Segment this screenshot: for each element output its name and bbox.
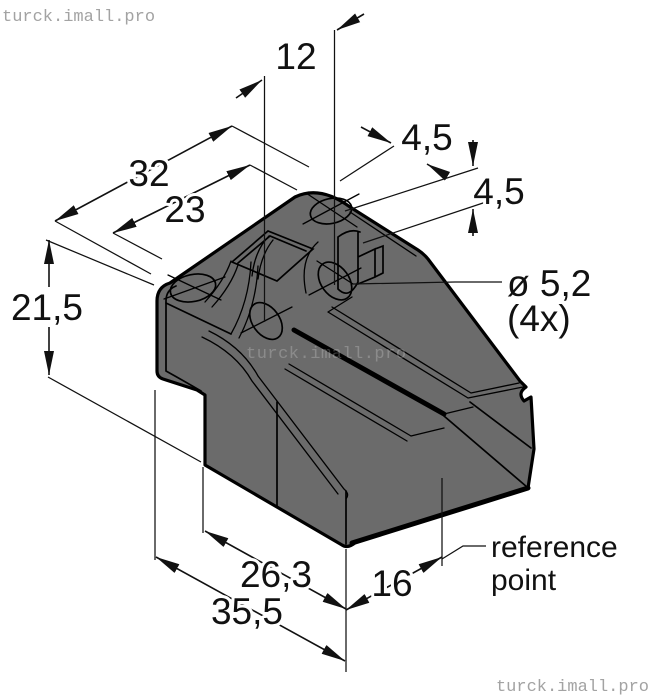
dim-label-4-5-a: 4,5 (401, 117, 452, 158)
reference-point-callout: reference point (441, 529, 620, 600)
hole-b (302, 192, 360, 228)
dimension-16: 16 (345, 478, 443, 611)
dimension-12: 12 (235, 13, 365, 322)
corner-fillet-edges (165, 285, 202, 392)
saddle-arc-inner (204, 260, 239, 308)
reference-point-label-line1: reference (491, 531, 618, 564)
pocket-rib-arc (251, 235, 274, 280)
bracket-silhouette (155, 191, 536, 549)
dimension-21-5: 21,5 (8, 239, 202, 463)
dim-label-26-3: 26,3 (240, 554, 312, 595)
dimension-5-2: ø 5,2 (4x) (352, 260, 594, 342)
dimensions: 21,5 32 23 12 4,5 (8, 13, 620, 672)
dim-label-4-5-b: 4,5 (473, 171, 524, 212)
top-right-chamfer (349, 211, 417, 257)
watermark-bottom-right: turck.imall.pro (496, 678, 649, 697)
hole-c (240, 301, 293, 341)
watermark-top-left: turck.imall.pro (2, 8, 155, 27)
bracket-body: turck.imall.pro (155, 191, 536, 549)
face-step-edge (165, 302, 232, 335)
front-vertical-edges (276, 401, 347, 545)
bottom-edge-right (349, 485, 531, 546)
dim-label-12: 12 (275, 36, 316, 77)
hole-a (163, 273, 226, 303)
dimension-35-5: 35,5 (154, 390, 346, 662)
dim-label-35-5: 35,5 (211, 591, 283, 632)
dimension-4-5-b: 4,5 (362, 140, 528, 244)
reference-point-label-line2: point (491, 564, 557, 597)
groove-root-line (291, 327, 447, 417)
watermark-center: turck.imall.pro (246, 345, 407, 364)
dim-label-23: 23 (164, 189, 205, 230)
dim-label-16: 16 (371, 563, 412, 604)
dimension-23: 23 (112, 164, 298, 260)
square-pocket (230, 230, 315, 282)
dim-label-32: 32 (128, 153, 169, 194)
dim-label-21-5: 21,5 (11, 287, 83, 328)
dim-label-5-2-qty: (4x) (507, 298, 571, 339)
v-groove (201, 296, 532, 500)
dim-label-5-2: ø 5,2 (507, 263, 591, 304)
keyhole-slot (337, 229, 384, 295)
dimension-4-5-a: 4,5 (339, 114, 479, 212)
